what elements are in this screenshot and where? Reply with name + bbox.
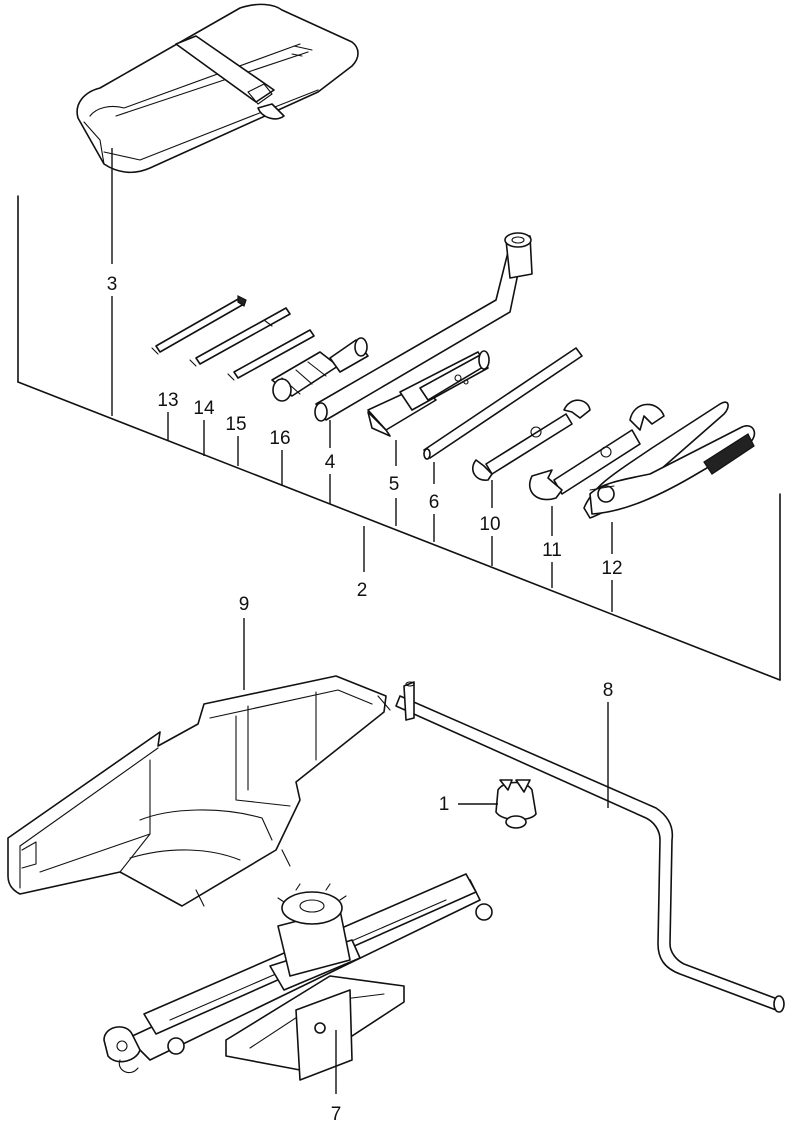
- jack-holder-icon: [7, 675, 391, 907]
- callout-15: 15: [225, 414, 246, 435]
- spark-plug-socket-icon: [367, 350, 490, 437]
- leader-lines: [111, 148, 613, 1094]
- callout-7: 7: [331, 1104, 342, 1125]
- callout-2: 2: [357, 580, 368, 601]
- scissor-jack-icon: [103, 873, 493, 1081]
- tool-bag-icon: [76, 3, 359, 174]
- callout-11: 11: [542, 540, 562, 561]
- callout-12: 12: [601, 558, 622, 579]
- callout-13: 13: [157, 390, 178, 411]
- callout-5: 5: [389, 474, 400, 495]
- callout-14: 14: [193, 398, 215, 419]
- tool-set-bracket: [17, 195, 781, 681]
- screwdriver-handle-icon: [271, 337, 369, 402]
- large-wrench-icon: [529, 403, 665, 501]
- screwdriver-blade-icon: [227, 329, 315, 381]
- callout-9: 9: [239, 594, 250, 615]
- jack-handle-icon: [395, 681, 785, 1013]
- clip-icon: [495, 779, 537, 829]
- callout-1: 1: [439, 794, 450, 815]
- callout-16: 16: [269, 428, 290, 449]
- callout-6: 6: [429, 492, 440, 513]
- screwdriver-blade-icon: [189, 307, 291, 367]
- callout-8: 8: [603, 680, 614, 701]
- callouts: 3 13 14 15 16 4 5 6 10 11 12 2 9 8 1 7: [107, 274, 623, 1125]
- callout-10: 10: [479, 514, 500, 535]
- screwdriver-blade-icon: [151, 295, 247, 355]
- wheel-wrench-icon: [314, 232, 533, 422]
- small-wrench-icon: [472, 399, 591, 481]
- pliers-icon: [583, 401, 756, 519]
- callout-4: 4: [325, 452, 336, 473]
- handle-bar-icon: [423, 347, 583, 460]
- callout-3: 3: [107, 274, 118, 295]
